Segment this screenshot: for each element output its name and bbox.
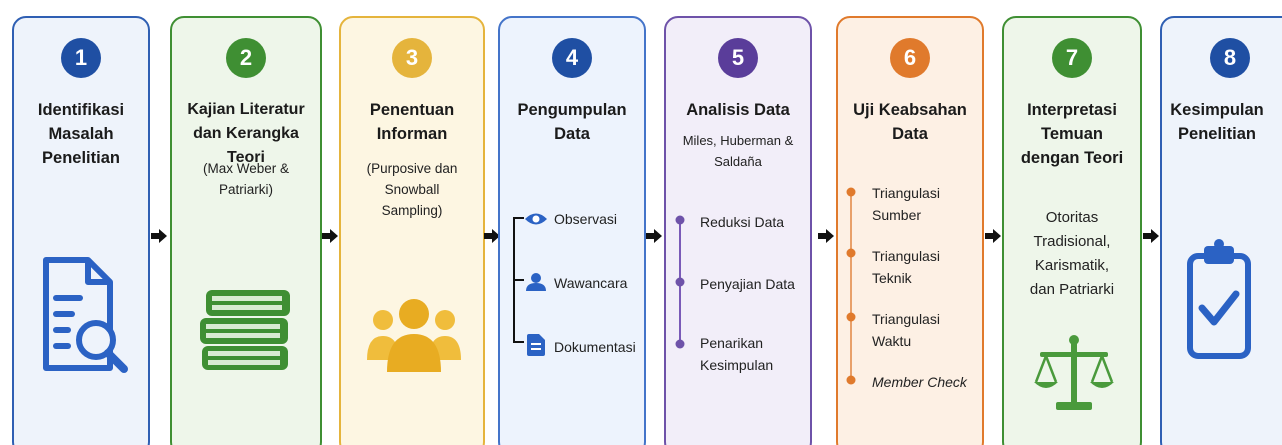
bracket-connector [513, 217, 524, 343]
step-title: Identifikasi Masalah Penelitian [37, 101, 125, 167]
step-title: Uji Keabsahan Data [853, 101, 967, 143]
step-title: Penentuan Informan [369, 101, 455, 143]
arrow-right-icon [322, 229, 338, 243]
timeline-line [846, 187, 856, 385]
validity-item: Triangulasi Waktu [872, 311, 940, 349]
step-number-badge: 4 [552, 38, 592, 78]
step-number-badge: 6 [890, 38, 930, 78]
books-icon [200, 290, 290, 370]
timeline-line [675, 215, 685, 349]
step-card-8: 8 Kesimpulan Penelitian [1160, 16, 1282, 445]
scale-icon [1034, 335, 1114, 410]
people-group-icon [367, 299, 461, 372]
arrow-right-icon [985, 229, 1001, 243]
validity-item: Triangulasi Sumber [872, 185, 940, 223]
arrow-right-icon [646, 229, 662, 243]
step-card-5: 5 Analisis Data Miles, Huberman & Saldañ… [664, 16, 812, 445]
analysis-item: Penarikan Kesimpulan [700, 335, 774, 373]
analysis-item: Penyajian Data [700, 276, 795, 292]
step-card-7: 7 Interpretasi Temuan dengan Teori Otori… [1002, 16, 1142, 445]
step-number-badge: 1 [61, 38, 101, 78]
data-collection-item: Wawancara [554, 275, 628, 291]
step-subtitle: (Max Weber & Patriarki) [202, 161, 290, 197]
step-card-6: 6 Uji Keabsahan Data Triangulasi Sumber … [836, 16, 984, 445]
arrow-right-icon [151, 229, 167, 243]
validity-item: Triangulasi Teknik [872, 248, 940, 286]
step-title: Interpretasi Temuan dengan Teori [1020, 101, 1124, 167]
step-card-1: 1 Identifikasi Masalah Penelitian [12, 16, 150, 445]
step-title: Analisis Data [686, 101, 790, 119]
step-number-badge: 3 [392, 38, 432, 78]
step-subtitle: Miles, Huberman & Saldaña [682, 133, 794, 169]
step-title: Pengumpulan Data [517, 101, 627, 143]
data-collection-item: Observasi [554, 211, 618, 227]
eye-icon [525, 213, 547, 225]
step-card-4: 4 Pengumpulan Data Observasi Wawancara D… [498, 16, 646, 445]
document-search-icon [43, 257, 128, 373]
user-icon [526, 273, 546, 291]
step-number-badge: 2 [226, 38, 266, 78]
arrow-right-icon [1143, 229, 1159, 243]
step-number-badge: 5 [718, 38, 758, 78]
data-collection-item: Dokumentasi [554, 339, 636, 355]
step-card-2: 2 Kajian Literatur dan Kerangka Teori (M… [170, 16, 322, 445]
arrow-right-icon [484, 229, 500, 243]
step-number-badge: 7 [1052, 38, 1092, 78]
step-subtitle: (Purposive dan Snowball Sampling) [366, 161, 458, 218]
step-card-3: 3 Penentuan Informan (Purposive dan Snow… [339, 16, 485, 445]
step-subtitle: Otoritas Tradisional, Karismatik, dan Pa… [1029, 209, 1115, 298]
clipboard-check-icon [1187, 239, 1251, 359]
step-title: Kesimpulan Penelitian [1170, 101, 1264, 143]
document-icon [527, 334, 545, 356]
validity-item: Member Check [872, 374, 967, 390]
step-number-badge: 8 [1210, 38, 1250, 78]
step-title: Kajian Literatur dan Kerangka Teori [187, 101, 305, 166]
analysis-item: Reduksi Data [700, 214, 785, 230]
arrow-right-icon [818, 229, 834, 243]
